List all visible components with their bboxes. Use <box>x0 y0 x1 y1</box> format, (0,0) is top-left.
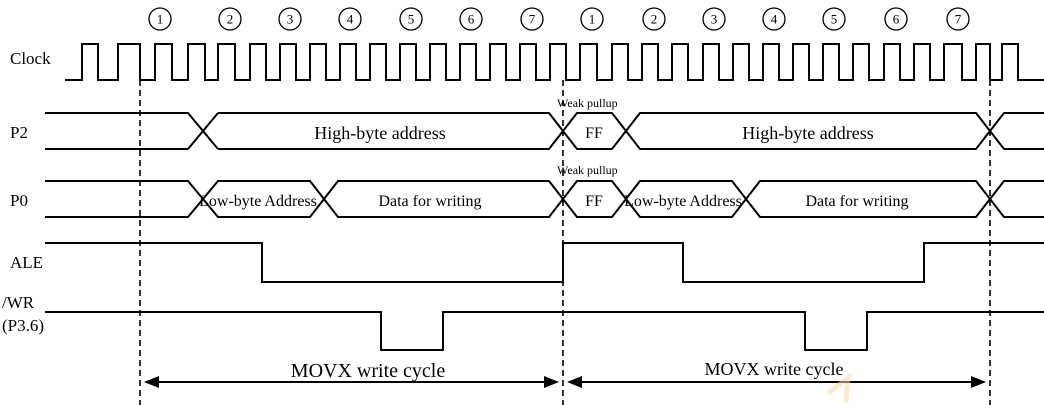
watermark-mark <box>827 372 852 403</box>
wr-waveform <box>45 311 1044 351</box>
p0-low-byte-address-cycle1: Low-byte Address <box>199 193 317 210</box>
phase-number: 7 <box>529 12 536 27</box>
phase-markers-cycle2: 1 2 3 4 5 6 7 <box>580 7 970 31</box>
cycle2-label: MOVX write cycle <box>705 359 844 379</box>
phase-number: 4 <box>771 12 778 27</box>
phase-marker: 2 <box>642 7 666 31</box>
phase-marker: 5 <box>822 7 846 31</box>
clock-waveform <box>65 43 1044 81</box>
ale-label: ALE <box>10 253 43 272</box>
p2-high-byte-address-cycle1: High-byte address <box>314 123 445 143</box>
cycle1-label: MOVX write cycle <box>291 360 446 382</box>
p2-bus: High-byte address FF High-byte address W… <box>45 96 1044 150</box>
phase-number: 5 <box>408 12 415 27</box>
phase-number: 6 <box>468 12 475 27</box>
clock-label: Clock <box>10 49 51 68</box>
wr-pin-label: (P3.6) <box>2 316 44 335</box>
phase-number: 2 <box>227 12 234 27</box>
p0-data-for-writing-cycle2: Data for writing <box>805 193 908 210</box>
p2-label: P2 <box>10 123 28 142</box>
phase-marker: 6 <box>884 7 908 31</box>
phase-marker: 1 <box>148 7 172 31</box>
phase-marker: 2 <box>218 7 242 31</box>
phase-number: 2 <box>651 12 658 27</box>
phase-marker: 5 <box>399 7 423 31</box>
phase-marker: 7 <box>946 7 970 31</box>
phase-number: 3 <box>287 12 294 27</box>
p0-data-for-writing-cycle1: Data for writing <box>378 193 481 210</box>
cycle2-span-arrow <box>567 376 986 388</box>
phase-marker: 4 <box>338 7 362 31</box>
phase-number: 1 <box>157 12 164 27</box>
phase-number: 4 <box>347 12 354 27</box>
wr-label: /WR <box>2 293 35 312</box>
phase-marker: 3 <box>702 7 726 31</box>
phase-number: 7 <box>955 12 962 27</box>
phase-marker: 3 <box>278 7 302 31</box>
p0-bus: Low-byte Address Data for writing FF Low… <box>45 163 1044 218</box>
p0-low-byte-address-cycle2: Low-byte Address <box>624 193 742 210</box>
p2-high-byte-address-cycle2: High-byte address <box>742 123 873 143</box>
phase-number: 6 <box>893 12 900 27</box>
p2-ff-value: FF <box>585 125 603 142</box>
phase-markers-cycle1: 1 2 3 4 5 6 7 <box>148 7 544 31</box>
ale-waveform <box>45 242 1044 283</box>
cycle1-span-arrow <box>144 376 559 388</box>
phase-number: 1 <box>589 12 596 27</box>
phase-marker: 4 <box>762 7 786 31</box>
phase-marker: 7 <box>520 7 544 31</box>
p0-ff-value: FF <box>585 193 603 210</box>
phase-marker: 1 <box>580 7 604 31</box>
phase-number: 3 <box>711 12 718 27</box>
p2-weak-pullup-note: Weak pullup <box>557 96 618 110</box>
p0-weak-pullup-note: Weak pullup <box>557 163 618 177</box>
phase-number: 5 <box>831 12 838 27</box>
phase-marker: 6 <box>459 7 483 31</box>
p0-label: P0 <box>10 191 28 210</box>
